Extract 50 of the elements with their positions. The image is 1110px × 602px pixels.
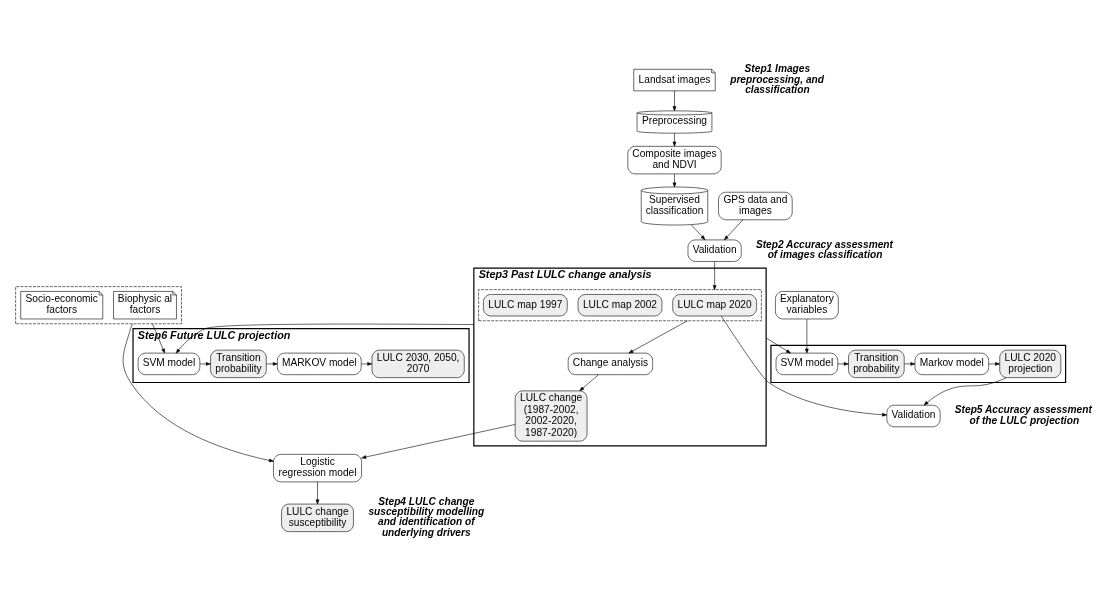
node-box: LULC map 2002 [577, 293, 663, 316]
node-box: MARKOV model [277, 352, 362, 375]
arrow [315, 481, 320, 504]
cluster [478, 288, 762, 321]
arrow [361, 361, 373, 366]
node-box: Validation [886, 404, 941, 427]
node-box: LULC map 1997 [483, 293, 568, 316]
node-box: SVM model [775, 352, 838, 375]
node-box: SVM model [137, 352, 201, 375]
node-box: LULC map 2020 [672, 293, 757, 316]
label: Step1 Images preprocessing, and classification [730, 62, 825, 95]
arrow [152, 322, 165, 353]
node-box: LULC 2020 projection [999, 349, 1062, 378]
arrow [837, 361, 849, 366]
label: Step2 Accuracy assessment of images classification [755, 238, 893, 260]
arrow [672, 173, 677, 187]
arrow [628, 319, 688, 353]
node-box: Explanatory variables [775, 290, 839, 319]
arrow [691, 224, 706, 240]
node-box: Change analysis [567, 352, 653, 375]
arrow [923, 376, 1007, 405]
node-box: Composite images and NDVI [627, 145, 722, 174]
node-box: Transition probability [848, 349, 905, 378]
arrow [199, 361, 211, 366]
arrow [672, 132, 677, 146]
arrow [765, 337, 791, 353]
arrow [361, 423, 516, 459]
arrow [122, 322, 274, 462]
arrow [266, 361, 278, 366]
label: Step4 LULC change susceptibility modelling and identification of underlying drivers [368, 495, 485, 538]
node-box: GPS data and images [718, 191, 793, 220]
cluster [770, 344, 1067, 383]
arrow [579, 374, 599, 391]
node-box: Transition probability [210, 349, 267, 378]
node-box: LULC 2030, 2050, 2070 [371, 349, 465, 378]
arrow [724, 219, 744, 240]
arrow [988, 361, 1000, 366]
cluster [15, 285, 182, 324]
arrow [904, 361, 916, 366]
arrow [720, 315, 887, 416]
node-box: Validation [687, 239, 742, 262]
node-box: LULC change susceptibility [281, 503, 354, 532]
arrow [672, 90, 677, 111]
arrow [712, 260, 717, 290]
node-box: Logistic regression model [273, 453, 362, 482]
node-box: LULC change (1987-2002, 2002-2020, 1987-2020) [514, 390, 588, 441]
node-box: Markov model [914, 352, 989, 375]
arrow [175, 323, 475, 353]
label: Step5 Accuracy assessment of the LULC projection [954, 403, 1092, 426]
arrow [805, 318, 809, 353]
